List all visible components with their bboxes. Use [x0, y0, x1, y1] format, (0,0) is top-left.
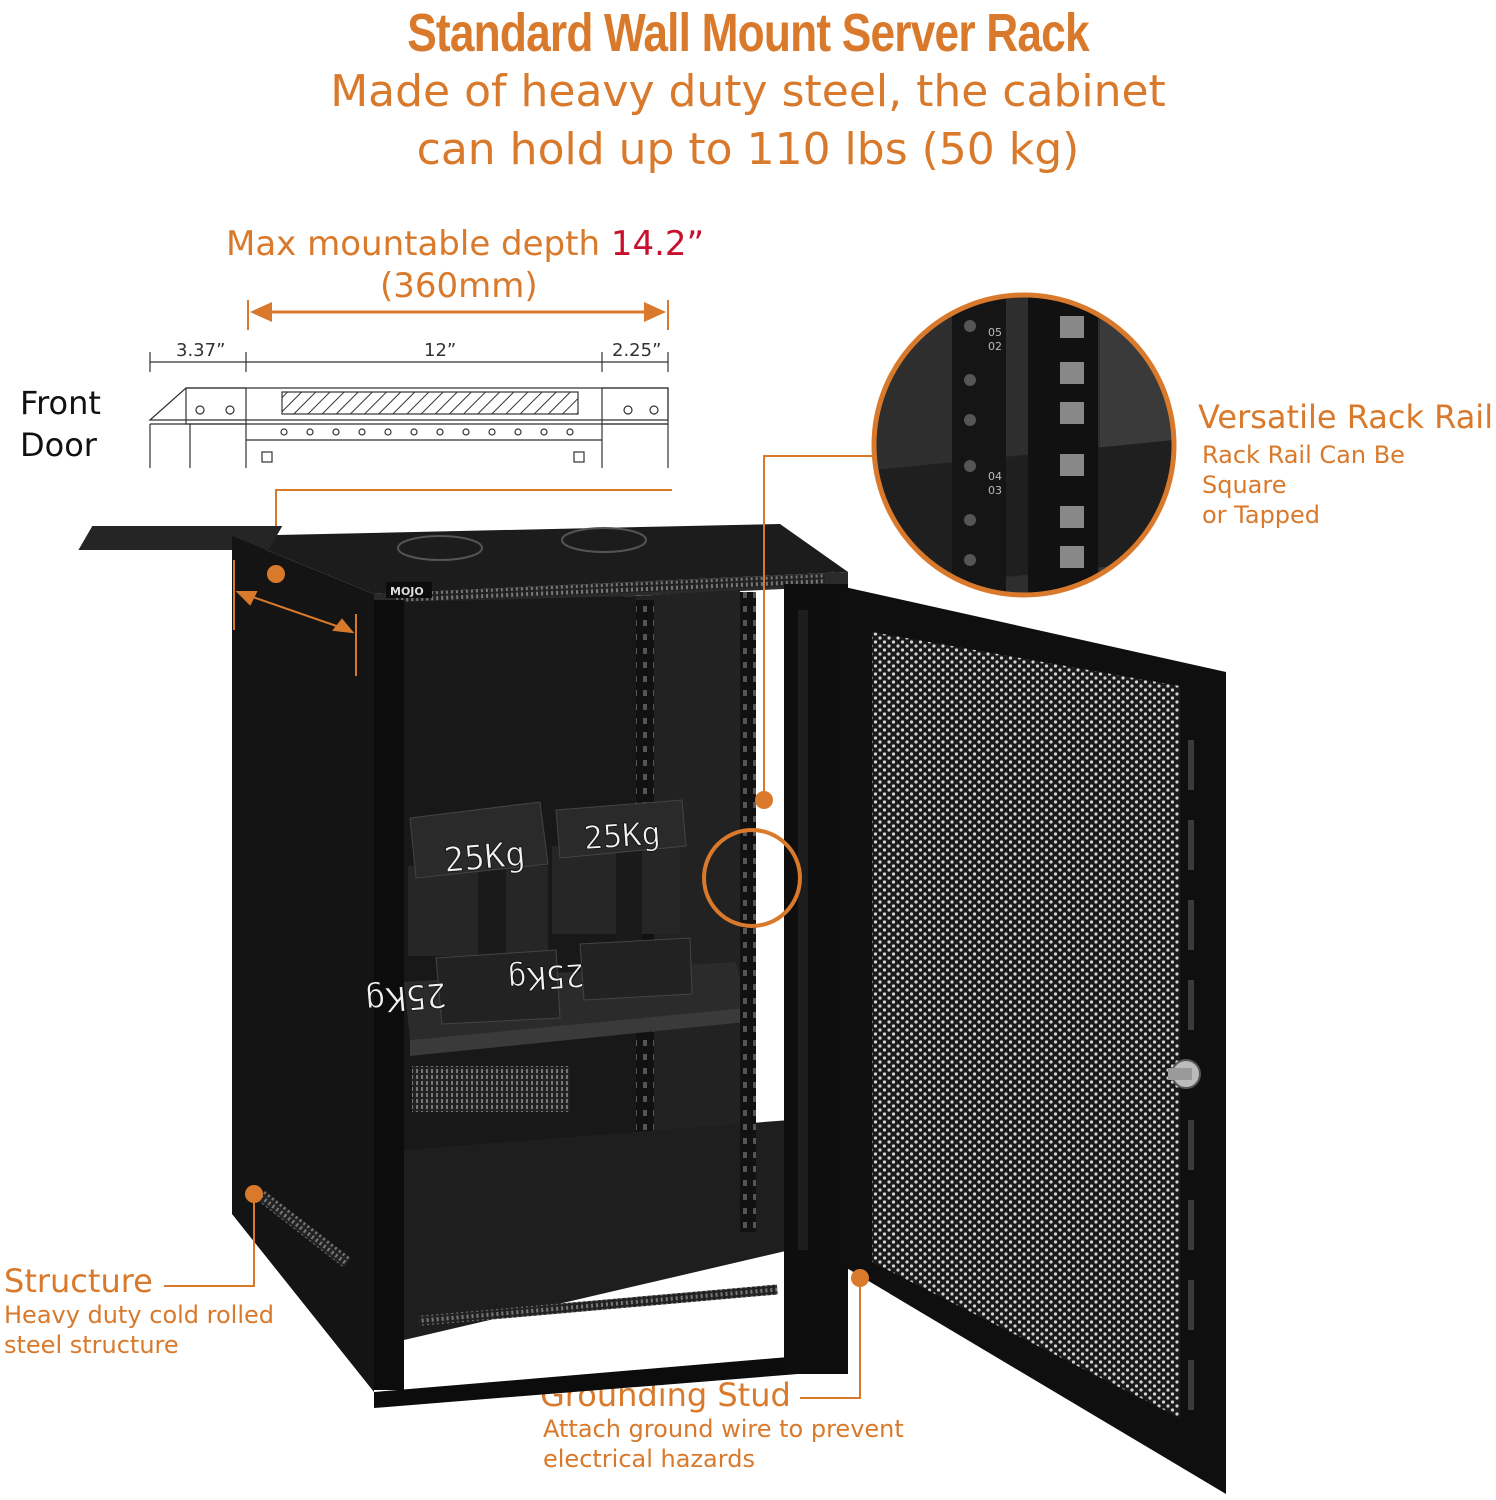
rack-rail-dot — [755, 791, 773, 809]
dim-front-gap: 3.37” — [176, 340, 226, 361]
depth-arrow — [247, 300, 669, 330]
rack-rail-desc-2: or Tapped — [1202, 501, 1321, 529]
headline: Standard Wall Mount Server Rack — [407, 3, 1089, 63]
rack-rail-desc-1: Rack Rail Can Be Square — [1202, 441, 1405, 499]
weights: 25Kg 25Kg 25Kg 25Kg — [363, 799, 693, 1025]
brand-logo: MOJO — [390, 585, 424, 598]
weight-label-2: 25Kg — [582, 814, 662, 857]
depth-label: Max mountable depth 14.2” — [226, 224, 704, 264]
grounding-dot — [851, 1269, 869, 1287]
rail-mark-1: 05 — [988, 326, 1002, 339]
callout-lines — [164, 455, 872, 1399]
rail-highlight-ring — [702, 828, 802, 928]
rack-rail-title: Versatile Rack Rail — [1198, 398, 1494, 436]
rack-rail-callout: Versatile Rack Rail Rack Rail Can Be Squ… — [1198, 398, 1496, 530]
dim-middle: 12” — [424, 340, 457, 361]
rail-mark-2: 02 — [988, 340, 1002, 353]
rail-magnifier: 05 02 04 03 — [871, 292, 1177, 598]
front-door-line-2: Door — [20, 426, 97, 464]
depth-value: 14.2” — [610, 224, 705, 264]
front-door-label: Front Door — [20, 382, 101, 466]
cabinet-door — [840, 586, 1226, 1494]
weight-label-4: 25Kg — [506, 956, 586, 999]
weight-label-1: 25Kg — [442, 834, 527, 881]
subtitle-line-2: can hold up to 110 lbs (50 kg) — [416, 124, 1080, 175]
structure-dot — [245, 1185, 263, 1203]
structure-title: Structure — [4, 1262, 153, 1300]
grounding-callout: Grounding Stud Attach ground wire to pre… — [540, 1376, 904, 1474]
depth-metric: (360mm) — [380, 266, 538, 306]
grounding-desc-1: Attach ground wire to prevent — [543, 1415, 904, 1443]
structure-callout: Structure Heavy duty cold rolled steel s… — [4, 1262, 274, 1360]
depth-label-text: Max mountable depth — [226, 224, 600, 264]
rail-mark-4: 03 — [988, 484, 1002, 497]
dim-rear-gap: 2.25” — [612, 340, 662, 361]
top-view-drawing — [148, 352, 669, 468]
subtitle-line-1: Made of heavy duty steel, the cabinet — [330, 66, 1166, 117]
side-depth-marker — [233, 560, 357, 676]
structure-desc-1: Heavy duty cold rolled — [4, 1301, 275, 1329]
weight-label-3: 25Kg — [363, 974, 448, 1021]
front-door-line-1: Front — [20, 384, 101, 422]
rail-mark-3: 04 — [988, 470, 1002, 483]
grounding-desc-2: electrical hazards — [543, 1445, 755, 1473]
depth-dot — [267, 565, 285, 583]
structure-desc-2: steel structure — [4, 1331, 179, 1359]
